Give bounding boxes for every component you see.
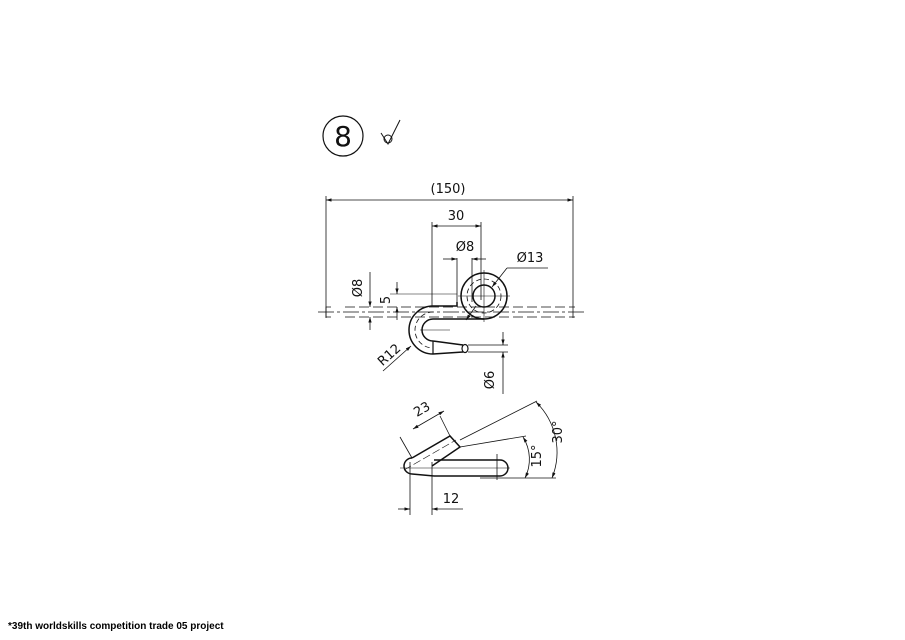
offset-label: 5 — [379, 296, 394, 304]
loop-span-label: 30 — [448, 209, 465, 224]
main-view — [318, 196, 585, 394]
footer-caption: *39th worldskills competition trade 05 p… — [8, 621, 224, 632]
tip-diameter-label: Ø6 — [483, 371, 498, 390]
bend-radius-label: R12 — [375, 341, 404, 369]
angle-large-label: 30° — [551, 420, 566, 443]
inner-diameter-label: Ø8 — [456, 240, 475, 255]
wire-diameter-label: Ø8 — [351, 279, 366, 298]
angle-small-label: 15° — [530, 444, 545, 467]
machining-not-permitted-icon — [380, 119, 401, 146]
outer-diameter-label: Ø13 — [517, 251, 544, 266]
side-view — [398, 400, 558, 515]
overall-length-label: (150) — [431, 182, 466, 197]
part-number-balloon: 8 — [322, 115, 364, 157]
bend-offset-label: 12 — [443, 492, 460, 507]
part-number: 8 — [334, 120, 352, 153]
bent-length-label: 23 — [411, 399, 433, 420]
